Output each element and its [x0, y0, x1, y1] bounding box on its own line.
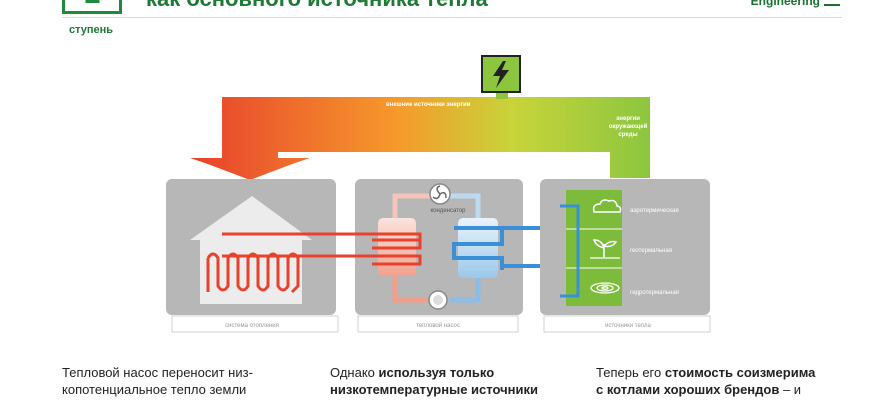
source-hydro-label: гидротермальная [630, 290, 679, 296]
heat-pump-label: тепловой насос [416, 322, 460, 329]
hot-water-loop [222, 232, 422, 266]
source-aero-label: аэротермическая [630, 208, 679, 214]
cloud-icon [592, 199, 622, 213]
house-icon [190, 196, 312, 304]
text-column-3-suffix: – и [779, 382, 802, 397]
text-column-3: Теперь его стоимость соизмерима с котлам… [596, 364, 841, 398]
brand-name: Engineering [750, 0, 820, 8]
evaporator-tank [458, 218, 498, 278]
text-column-2-bold-2: низкотемпературные источники [330, 382, 538, 397]
heating-system-label: система отопления [225, 323, 279, 329]
compressor-icon [429, 183, 451, 205]
heating-coil [206, 252, 300, 294]
step-number: 1 [84, 0, 101, 9]
brand-logo: Engineering [751, 0, 840, 8]
text-column-1-line-2: копотенциальное тепло земли [62, 382, 247, 397]
step-label: ступень [69, 24, 114, 36]
energy-flow-arrow [190, 85, 650, 180]
ambient-energy-label-3: среды [618, 132, 637, 138]
page-title: как основного источника тепла [146, 0, 488, 12]
text-column-3-bold-2: с котлами хороших брендов [596, 382, 780, 397]
text-column-1: Тепловой насос переносит низ- копотенциа… [62, 364, 307, 398]
text-column-2: Однако используя только низкотемпературн… [330, 364, 575, 398]
heat-sources-box: источники тепла аэротермическая геотерма… [540, 179, 711, 333]
external-energy-label: внешние источники энергии [386, 102, 471, 108]
ambient-energy-label-1: энергии [616, 116, 640, 122]
condenser-label: конденсатор [430, 208, 466, 214]
step-number-box: 1 [62, 0, 122, 14]
heating-system-box: система отопления [166, 179, 339, 333]
water-ripple-icon [590, 282, 620, 294]
lightning-bolt-icon [481, 55, 521, 93]
header-divider [62, 17, 842, 18]
text-column-1-line-1: Тепловой насос переносит низ- [62, 365, 253, 380]
brand-mark-icon [824, 0, 840, 6]
heat-sources-label: источники тепла [605, 323, 651, 329]
source-geo-label: геотермальная [630, 248, 672, 254]
text-column-3-prefix: Теперь его [596, 365, 665, 380]
expansion-valve-icon [428, 290, 448, 310]
plant-icon [590, 239, 620, 259]
ambient-energy-label-2: окружающей [609, 123, 648, 130]
text-column-3-bold-1: стоимость соизмерима [664, 365, 816, 380]
text-column-2-prefix: Однако [330, 365, 379, 380]
text-column-2-bold-1: используя только [378, 365, 495, 380]
